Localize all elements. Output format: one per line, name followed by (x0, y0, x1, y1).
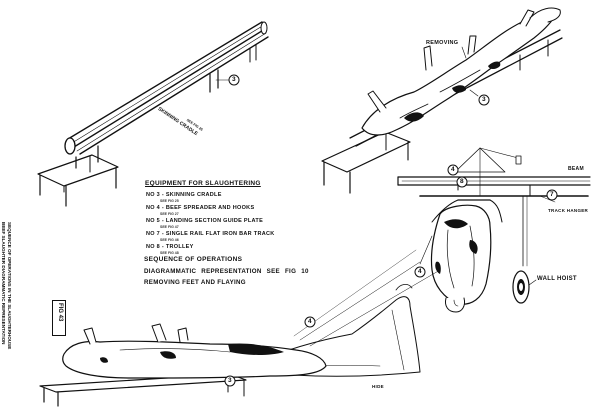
sequence-step: REMOVING FEET AND FLAYING (144, 279, 246, 286)
equipment-item-guide-plate: No 5 - LANDING SECTION GUIDE PLATE (146, 218, 264, 224)
hide-label: HIDE (372, 384, 384, 389)
track-hanger-label: TRACK HANGER (548, 208, 589, 213)
figure-label: FIG 43 (57, 303, 63, 322)
equipment-title: EQUIPMENT FOR SLAUGHTERING (145, 180, 261, 187)
callout-hook-a: 4 (418, 268, 422, 275)
callout-trolley: 8 (460, 178, 464, 185)
equipment-ref-trolley: SEE FIG 48 (160, 251, 179, 255)
hanging-carcass (414, 176, 503, 313)
equipment-ref-track: SEE FIG 46 (160, 238, 179, 242)
callout-spreader: 4 (451, 166, 455, 173)
equipment-item-cradle: No 3 - SKINNING CRADLE (146, 192, 222, 198)
sequence-title: SEQUENCE OF OPERATIONS (144, 256, 243, 263)
callout-hook-b: 4 (308, 318, 312, 325)
removing-label: REMOVING (426, 40, 459, 46)
callout-cradle-bottom: 3 (228, 377, 232, 384)
equipment-ref-cradle: SEE FIG 25 (160, 199, 179, 203)
side-caption-line2: BEEF SLAUGHTER DIAGRAMMATIC REPRESENTATI… (1, 222, 6, 345)
callout-cradle-right: 3 (482, 96, 486, 103)
sequence-diagrammatic: DIAGRAMMATIC REPRESENTATION SEE FIG 10 (144, 268, 309, 275)
skinning-cradle-empty (37, 21, 269, 207)
callout-cradle-top: 3 (232, 76, 236, 83)
carcass-on-cradle (321, 7, 563, 194)
equipment-ref-spreader: SEE FIG 27 (160, 212, 179, 216)
callout-track: 7 (550, 191, 554, 198)
figure-box (52, 300, 66, 336)
equipment-item-track: No 7 - SINGLE RAIL FLAT IRON BAR TRACK (146, 231, 275, 237)
flaying-carcass (39, 249, 441, 407)
equipment-item-trolley: No 8 - TROLLEY (146, 244, 194, 250)
beam-track-assembly (397, 147, 591, 304)
beam-label: BEAM (568, 166, 584, 172)
wall-hoist-label: WALL HOIST (537, 276, 577, 282)
side-caption-line1: SEQUENCE OF OPERATIONS IN THE SLAUGHTERH… (7, 222, 12, 350)
equipment-item-spreader: No 4 - BEEF SPREADER AND HOOKS (146, 205, 255, 211)
equipment-ref-guide-plate: SEE FIG 47 (160, 225, 179, 229)
